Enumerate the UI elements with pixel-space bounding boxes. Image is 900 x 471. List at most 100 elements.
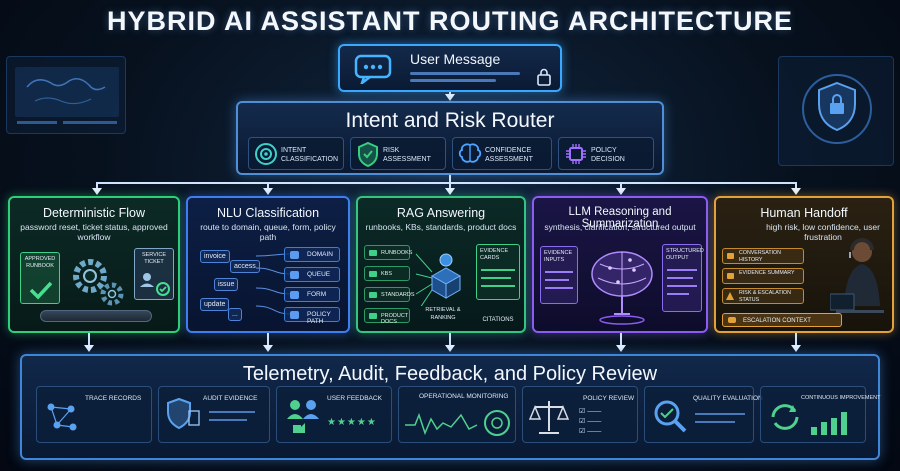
nlu-target-domain: DOMAIN [284,247,340,262]
handoff-item-history: CONVERSATION HISTORY [722,248,804,264]
telemetry-item-label: USER FEEDBACK [327,395,382,402]
scales-icon [529,401,569,434]
source-label: RUNBOOKS [381,250,413,256]
telemetry-item-trace: TRACE RECORDS [36,386,152,443]
router-item-label: INTENT CLASSIFICATION [281,147,339,163]
telemetry-item-label: AUDIT EVIDENCE [203,395,258,402]
people-icon [728,317,736,323]
document-icon [727,273,734,279]
lane-subtitle: runbooks, KBs, standards, product docs [365,222,517,232]
lane-subtitle: synthesis, clarification, structured out… [544,222,696,232]
arrow-down-icon [92,188,102,195]
rag-source-product-docs: PRODUCT DOCS [364,308,410,325]
cycle-arrows-icon [771,404,799,430]
document-icon [369,292,377,298]
people-icon [290,271,299,279]
arrow-down-icon [445,345,455,352]
token-chip: issue [214,278,239,291]
approved-runbook-card: APPROVED RUNBOOK [20,252,60,304]
telemetry-item-audit: AUDIT EVIDENCE [158,386,270,443]
card-line [481,277,511,279]
telemetry-panel: Telemetry, Audit, Feedback, and Policy R… [20,354,880,460]
card-line [481,285,515,287]
output-line [667,285,697,287]
token-chip: update [200,298,230,311]
routing-lines [255,253,291,315]
network-icon [47,403,77,431]
handoff-item-evidence: EVIDENCE SUMMARY [722,268,804,284]
output-line [667,277,693,279]
router-item-policy: POLICY DECISION [558,137,654,170]
brain-icon [458,143,482,163]
source-label: STANDARDS [381,292,415,298]
magnifier-icon [654,400,687,433]
evidence-inputs-label: EVIDENCE INPUTS [544,250,573,263]
router-item-label: POLICY DECISION [591,147,625,163]
evidence-cards-box: EVIDENCE CARDS [476,244,520,300]
lock-icon [537,68,551,86]
evidence-inputs-box: EVIDENCE INPUTS [540,246,578,304]
telemetry-item-label: TRACE RECORDS [85,395,142,402]
star-rating: ★★★★★ [327,417,377,428]
arrow-down-icon [445,94,455,101]
service-ticket-card: SERVICE TICKET [134,248,174,300]
shield-icon [290,311,299,319]
structured-output-label: STRUCTURED OUTPUT [666,248,704,261]
nlu-target-queue: QUEUE [284,267,340,282]
user-message-node: User Message [338,44,562,92]
target-label: DOMAIN [307,251,333,258]
shield-check-icon [358,141,378,167]
telemetry-title: Telemetry, Audit, Feedback, and Policy R… [242,363,658,385]
shield-lock-icon [802,74,872,144]
arrow-down-icon [791,188,801,195]
users-thumbs-icon [287,400,319,433]
citations-label: CITATIONS [482,317,514,323]
target-label: POLICY PATH [307,311,331,325]
progress-line [695,413,745,415]
connector-line [449,175,451,183]
lane-subtitle: password reset, ticket status, approved … [20,222,168,242]
message-line [410,79,496,82]
arrow-down-icon [616,345,626,352]
connector-line [449,182,451,188]
connector-line [96,182,98,188]
target-label: FORM [307,291,327,298]
rag-source-standards: STANDARDS [364,287,415,302]
progress-line [695,421,735,423]
connector-line [96,182,796,184]
waveform-gauge-icon [405,410,510,436]
handoff-item-risk: RISK & ESCALATION STATUS [722,288,804,304]
output-line [667,293,689,295]
router-item-intent: INTENT CLASSIFICATION [248,137,344,170]
lane-title: Human Handoff [760,206,848,220]
card-line [481,269,515,271]
connector-line [620,182,622,188]
rag-source-kbs: KBs [364,266,410,281]
rag-source-runbooks: RUNBOOKS [364,245,413,260]
neural-brain-icon [591,251,653,325]
arrow-down-icon [263,345,273,352]
arrow-down-icon [791,345,801,352]
doc-line [209,411,255,413]
connector-line [795,182,797,188]
connector-line [449,92,451,95]
connector-line [620,333,622,345]
lane-human-handoff: Human Handoff high risk, low confidence,… [714,196,894,333]
arrow-down-icon [263,188,273,195]
diagram-title: HYBRID AI ASSISTANT ROUTING ARCHITECTURE [107,6,793,36]
arrow-down-icon [616,188,626,195]
right-dashboard-art [778,56,894,166]
checklist: ☑ ——☑ ——☑ —— [579,408,602,435]
connector-line [267,182,269,188]
input-line [545,279,569,281]
token-chip: invoice [200,250,230,263]
handoff-item-label: EVIDENCE SUMMARY [739,270,795,276]
support-agent-icon [830,238,884,313]
handoff-item-label: CONVERSATION HISTORY [739,250,781,263]
arrow-down-icon [84,345,94,352]
structured-output-box: STRUCTURED OUTPUT [662,244,704,312]
lane-subtitle: route to domain, queue, form, policy pat… [200,222,336,242]
doc-stack-icon [369,313,377,319]
warning-icon [726,292,734,300]
target-label: QUEUE [307,271,331,278]
